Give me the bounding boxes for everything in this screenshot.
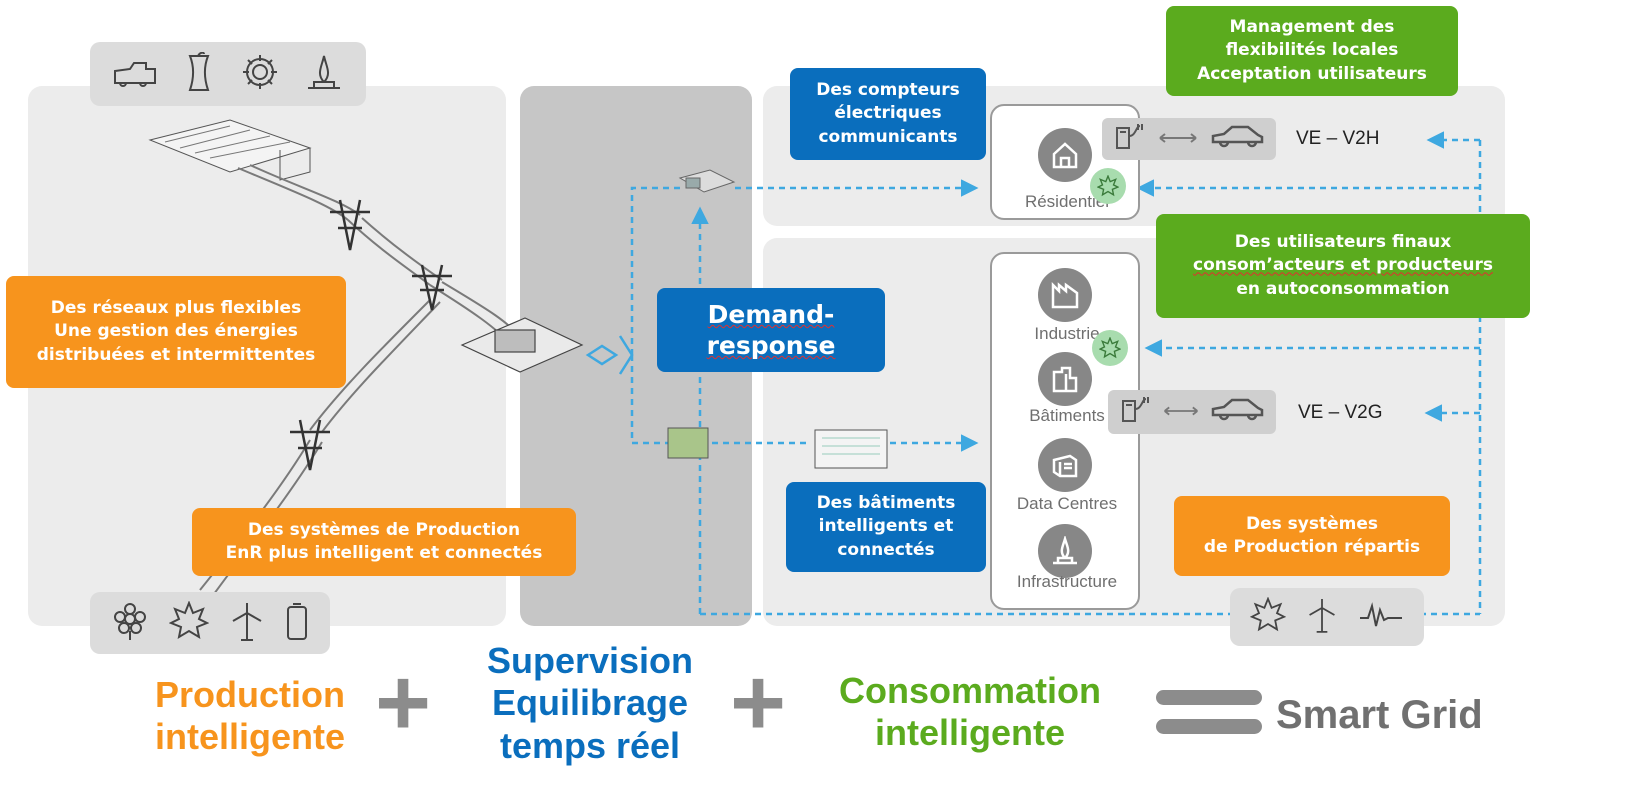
distributed-production-icons bbox=[1230, 588, 1424, 646]
smart-meter-illustration bbox=[678, 169, 736, 193]
residential-solar-badge bbox=[1090, 168, 1126, 204]
ev-v2h-label: VE – V2H bbox=[1296, 128, 1380, 149]
industrie-icon bbox=[1038, 268, 1092, 322]
communication-links bbox=[630, 131, 1482, 616]
power-plant-illustration bbox=[148, 119, 312, 181]
house-icon bbox=[1038, 128, 1092, 182]
batiments-intelligents-callout: Des bâtiments intelligents et connectés bbox=[786, 482, 986, 572]
substation-illustration bbox=[460, 317, 584, 373]
electric-car-icon bbox=[1210, 124, 1264, 154]
bidirectional-arrow-icon bbox=[1161, 403, 1201, 422]
industrial-solar-badge bbox=[1092, 330, 1128, 366]
utilisateurs-line-2: consom’acteurs et producteurs bbox=[1193, 255, 1493, 276]
infrastructure-label: Infrastructure bbox=[1016, 572, 1118, 591]
grid-signal-icon bbox=[1358, 600, 1404, 634]
wind-turbine-icon bbox=[229, 601, 265, 645]
reseaux-flexibles-callout: Des réseaux plus flexibles Une gestion d… bbox=[6, 276, 346, 388]
electric-car-icon bbox=[1210, 397, 1264, 427]
solar-sun-icon bbox=[1249, 596, 1287, 637]
biomass-flower-icon bbox=[110, 601, 150, 645]
compteurs-communicants-callout: Des compteurs électriques communicants bbox=[790, 68, 986, 160]
consommation-intelligente-term: Consommation intelligente bbox=[838, 670, 1101, 754]
conventional-production-icons bbox=[90, 42, 366, 106]
demand-response-line-1: Demand- bbox=[707, 299, 835, 329]
bidirectional-arrow-icon bbox=[1156, 130, 1200, 149]
batiments-icon bbox=[1038, 352, 1092, 406]
supervision-term: Supervision Equilibrage temps réel bbox=[486, 640, 694, 766]
building-controller-illustration bbox=[667, 427, 888, 469]
plus-sign-1: + bbox=[375, 649, 432, 756]
utilisateurs-line-3: en autoconsommation bbox=[1236, 278, 1450, 299]
residentiel-label: Résidentiel bbox=[1024, 192, 1110, 211]
utilisateurs-line-1: Des utilisateurs finaux bbox=[1234, 231, 1452, 252]
gas-flame-icon bbox=[304, 52, 344, 96]
data-centres-label: Data Centres bbox=[1016, 494, 1118, 513]
plus-sign-2: + bbox=[730, 649, 787, 756]
gear-icon bbox=[240, 52, 280, 96]
battery-icon bbox=[284, 601, 310, 645]
demand-response-line-2: response bbox=[706, 331, 836, 360]
solar-sun-icon bbox=[168, 600, 210, 645]
management-flexibilites-callout: Management des flexibilités locales Acce… bbox=[1166, 6, 1458, 96]
ev-v2g-device bbox=[1108, 390, 1276, 434]
ev-v2g-label: VE – V2G bbox=[1298, 402, 1383, 423]
pylons bbox=[290, 199, 452, 471]
ev-charger-icon bbox=[1114, 122, 1146, 156]
renewable-production-icons bbox=[90, 592, 330, 654]
industrie-label: Industrie bbox=[1034, 324, 1100, 343]
consumers-box: Industrie Bâtiments Data Centres Infrast… bbox=[990, 252, 1140, 610]
wind-turbine-icon bbox=[1306, 596, 1338, 638]
conventional-plant-icon bbox=[112, 55, 158, 93]
ev-v2h-device bbox=[1102, 118, 1276, 160]
utilisateurs-finaux-callout: Des utilisateurs finaux consom’acteurs e… bbox=[1156, 214, 1530, 318]
systemes-repartis-callout: Des systèmes de Production répartis bbox=[1174, 496, 1450, 576]
data-centres-icon bbox=[1038, 438, 1092, 492]
grid-connector bbox=[585, 335, 634, 375]
demand-response-callout: Demand- response bbox=[657, 288, 885, 372]
equals-sign bbox=[1156, 690, 1262, 734]
smart-grid-result: Smart Grid bbox=[1276, 693, 1483, 737]
systemes-enr-callout: Des systèmes de Production EnR plus inte… bbox=[192, 508, 576, 576]
nuclear-cooling-tower-icon bbox=[182, 51, 216, 96]
infrastructure-icon bbox=[1038, 524, 1092, 578]
production-intelligente-term: Production intelligente bbox=[154, 674, 346, 758]
ev-charger-icon bbox=[1120, 395, 1152, 429]
batiments-label: Bâtiments bbox=[1029, 406, 1105, 425]
